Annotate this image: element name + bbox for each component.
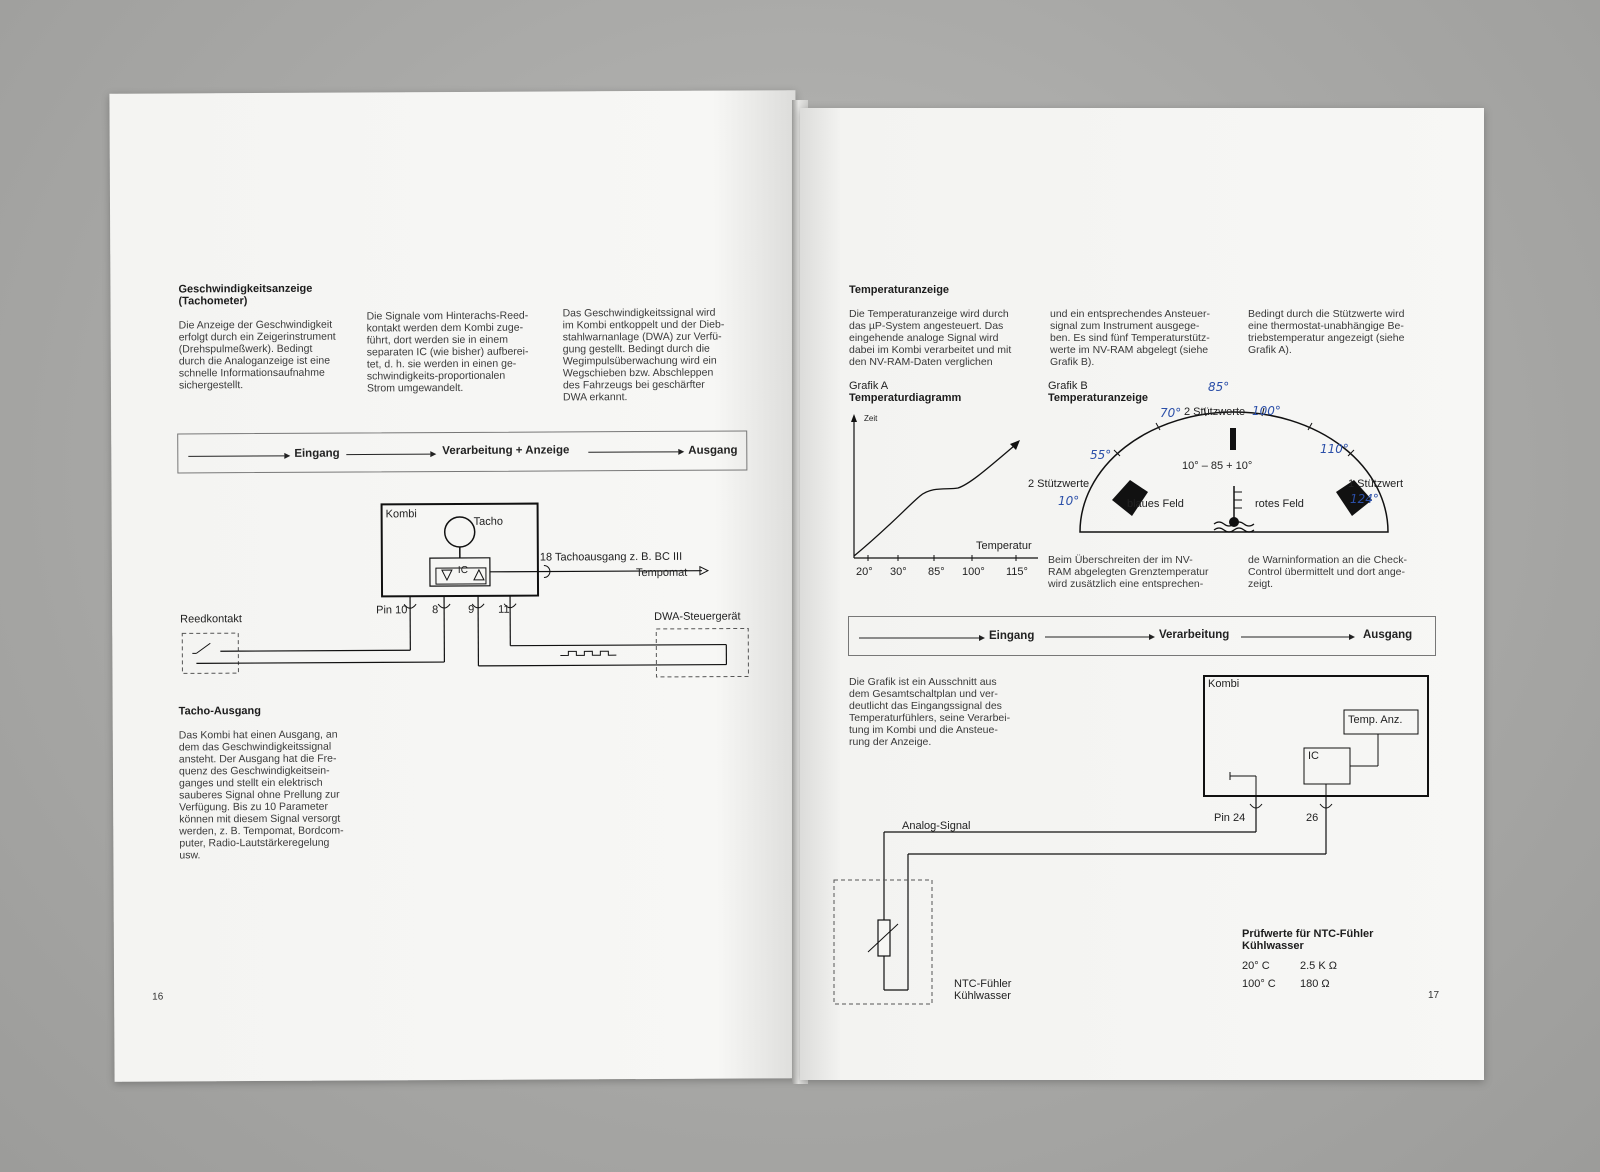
x-axis-label: Temperatur — [976, 540, 1032, 552]
pin10-label: Pin 10 — [376, 604, 408, 617]
pin11-label: 11 — [498, 603, 510, 616]
tacho-label: Tacho — [473, 515, 504, 528]
flow-output-label: Ausgang — [688, 444, 738, 457]
reed-box — [181, 632, 239, 674]
temp-anz-label: Temp. Anz. — [1348, 714, 1403, 726]
flow-right-input: Eingang — [989, 630, 1035, 642]
page-number-right: 17 — [1428, 990, 1440, 1001]
temperature-curve — [853, 445, 1015, 557]
tick-20: 20° — [856, 566, 873, 578]
handwritten-85: 85° — [1208, 380, 1230, 394]
page-number-left: 16 — [152, 991, 164, 1003]
temp-anz-box — [1343, 709, 1419, 735]
kombi-right-label: Kombi — [1208, 678, 1240, 690]
flow-box-right: Eingang Verarbeitung Ausgang — [848, 616, 1436, 656]
ic-label: IC — [457, 564, 468, 576]
right-page: Temperaturanzeige Die Temperaturanzeige … — [800, 108, 1484, 1080]
temp-col3: Bedingt durch die Stützwerte wird eine t… — [1248, 308, 1405, 356]
speed-col3: Das Geschwindigkeitssignal wird im Kombi… — [562, 306, 725, 404]
tick-85: 85° — [928, 566, 945, 578]
speed-col1: Die Anzeige der Geschwindigkeit erfolgt … — [178, 318, 336, 392]
tacho-output-title: Tacho-Ausgang — [178, 705, 261, 718]
temp-display-title: Temperaturanzeige — [849, 284, 950, 296]
speed-col2: Die Signale vom Hinterachs-Reed- kontakt… — [366, 309, 529, 395]
ntc-circuit-diagram — [833, 675, 1429, 1005]
temp-col2b: Beim Überschreiten der im NV- RAM abgele… — [1048, 554, 1209, 590]
grafik-a-label: Grafik A — [849, 380, 889, 392]
grafik-b-title: Temperaturanzeige — [1048, 392, 1149, 404]
handwritten-70: 70° — [1160, 406, 1182, 420]
tempomat-label: Tempomat — [635, 566, 688, 580]
pruefwerte-title: Prüfwerte für NTC-Fühler Kühlwasser — [1242, 928, 1374, 952]
temperature-gauge — [1079, 407, 1389, 533]
pruef-row1-value: 2.5 K Ω — [1300, 960, 1337, 972]
gauge-right-label: 1 Stützwert — [1348, 478, 1404, 490]
red-field-label: rotes Feld — [1255, 498, 1304, 510]
handwritten-10: 10° — [1058, 494, 1080, 508]
gauge-left-label: 2 Stützwerte — [1028, 478, 1090, 490]
tacho-circuit-diagram — [181, 502, 749, 678]
gauge-top-label: 2 Stützwerte — [1184, 406, 1246, 418]
tacho-output-text: Das Kombi hat einen Ausgang, an dem das … — [178, 728, 344, 862]
ntc-description: Die Grafik ist ein Ausschnitt aus dem Ge… — [849, 676, 1011, 748]
tick-100: 100° — [962, 566, 985, 578]
kombi-box-right — [1203, 675, 1429, 797]
tick-115: 115° — [1006, 566, 1028, 578]
dwa-label: DWA-Steuergerät — [654, 610, 741, 623]
flow-right-process: Verarbeitung — [1159, 629, 1230, 641]
pin8-label: 8 — [432, 604, 439, 617]
y-axis-label: Zeit — [864, 414, 878, 423]
tacho-gauge — [443, 516, 476, 548]
temperature-diagram — [851, 414, 1038, 561]
flow-arrows-right — [859, 634, 1355, 641]
analog-signal-label: Analog-Signal — [902, 820, 971, 832]
ic-block — [435, 567, 487, 585]
pin26-label: 26 — [1306, 812, 1319, 824]
grafik-b-label: Grafik B — [1048, 380, 1088, 392]
ntc-resistor — [877, 919, 891, 957]
flow-arrows — [188, 448, 685, 459]
handwritten-55: 55° — [1090, 448, 1112, 462]
flow-input-label: Eingang — [294, 447, 340, 460]
left-page: Geschwindigkeitsanzeige (Tachometer) Die… — [109, 90, 801, 1082]
dwa-box — [655, 627, 749, 678]
flow-process-label: Verarbeitung + Anzeige — [442, 444, 570, 458]
pruef-row2-value: 180 Ω — [1300, 978, 1330, 990]
blue-field-label: blaues Feld — [1127, 498, 1184, 510]
handwritten-100: 100° — [1252, 404, 1281, 418]
kombi-box — [380, 502, 540, 598]
ntc-label: NTC-Fühler Kühlwasser — [954, 978, 1012, 1002]
temp-col1: Die Temperaturanzeige wird durch das µP-… — [849, 308, 1012, 368]
temp-col2: und ein entsprechendes Ansteuer- signal … — [1050, 308, 1210, 368]
reed-label: Reedkontakt — [180, 613, 242, 626]
pin9-label: 9 — [468, 603, 475, 616]
flow-right-output: Ausgang — [1363, 629, 1413, 641]
speed-display-title: Geschwindigkeitsanzeige (Tachometer) — [178, 282, 313, 308]
kombi-label: Kombi — [385, 508, 417, 521]
red-field-marker — [1336, 480, 1372, 516]
pin24-label: Pin 24 — [1214, 812, 1246, 824]
gauge-needle-mark — [1230, 428, 1236, 450]
ic-right-label: IC — [1308, 750, 1319, 762]
gauge-center-range: 10° – 85 + 10° — [1182, 460, 1253, 472]
ntc-sensor-box — [833, 879, 933, 1005]
handwritten-124: 124° — [1350, 492, 1379, 506]
pruef-row2-temp: 100° C — [1242, 978, 1276, 990]
grafik-a-title: Temperaturdiagramm — [849, 392, 962, 404]
tacho-output-label: 18 Tachoausgang z. B. BC III — [539, 550, 683, 564]
handwritten-110: 110° — [1320, 442, 1349, 456]
blue-field-marker — [1112, 480, 1148, 516]
pruef-row1-temp: 20° C — [1242, 960, 1270, 972]
tick-30: 30° — [890, 566, 907, 578]
temp-col3b: de Warninformation an die Check- Control… — [1248, 554, 1407, 590]
flow-box-left: Eingang Verarbeitung + Anzeige Ausgang — [177, 430, 748, 474]
